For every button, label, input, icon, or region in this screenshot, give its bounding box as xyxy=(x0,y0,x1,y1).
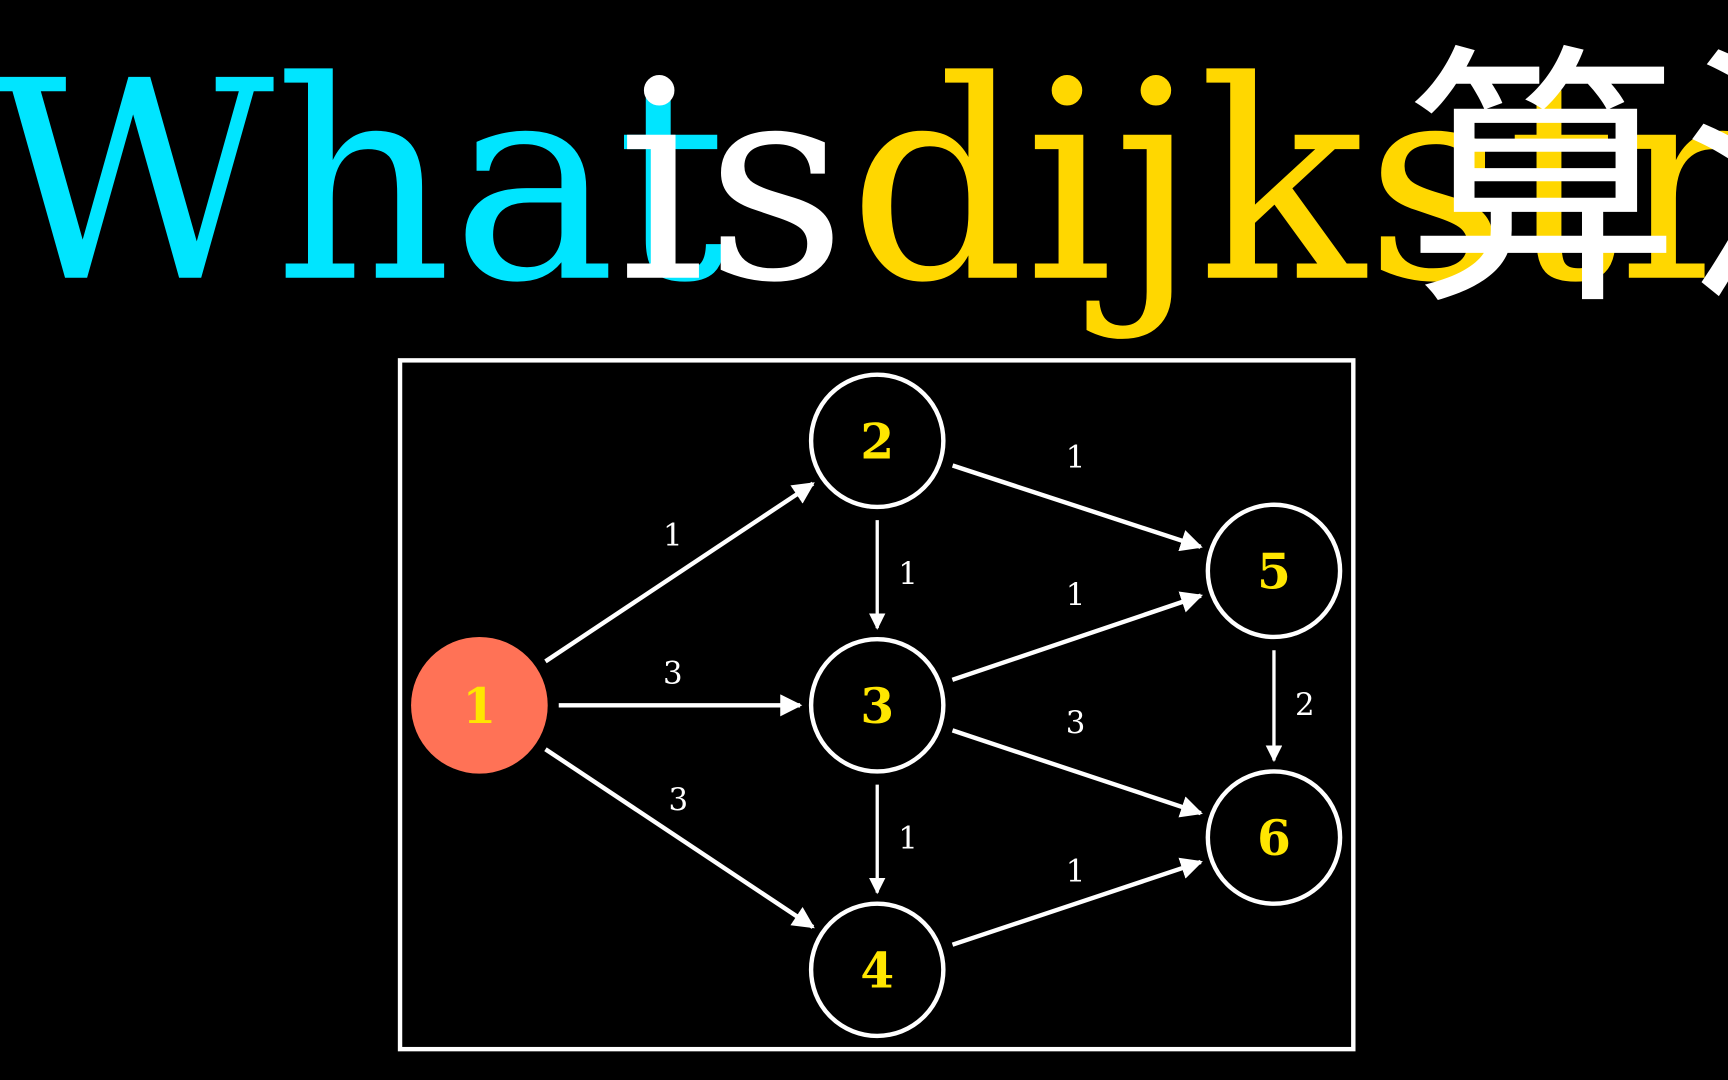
node-2 xyxy=(808,372,946,510)
edge-weight-3-4: 1 xyxy=(898,821,918,857)
edge-weight-1-3: 3 xyxy=(663,655,683,691)
title-algorithm: 算法 xyxy=(1405,22,1728,343)
edge-weight-4-6: 1 xyxy=(1066,854,1086,890)
edge-weight-2-3: 1 xyxy=(898,556,918,592)
node-label-5: 5 xyxy=(1257,543,1291,600)
edge-3-6 xyxy=(951,728,1203,818)
edges: 1 3 3 1 1 1 3 1 1 2 xyxy=(544,439,1315,947)
title-dijkstra: dijkstra xyxy=(849,22,1728,343)
edge-weight-3-5: 1 xyxy=(1066,577,1086,613)
node-4 xyxy=(808,901,946,1039)
edge-4-6 xyxy=(951,857,1203,947)
edge-weight-5-6: 2 xyxy=(1295,687,1315,723)
node-label-4: 4 xyxy=(860,942,894,999)
edge-weight-3-6: 3 xyxy=(1066,705,1086,741)
node-label-2: 2 xyxy=(860,413,894,470)
node-6 xyxy=(1205,769,1343,906)
title-is: is xyxy=(617,22,847,343)
edge-weight-2-5: 1 xyxy=(1066,439,1086,475)
page-title: What is dijkstra 算法 xyxy=(0,22,1728,343)
edge-2-5 xyxy=(951,463,1203,552)
node-label-1: 1 xyxy=(463,678,497,735)
edge-weight-1-4: 3 xyxy=(668,782,688,818)
nodes: 1 2 3 4 5 6 xyxy=(411,372,1343,1039)
node-1 xyxy=(411,636,548,774)
edge-1-4 xyxy=(544,747,815,929)
node-label-6: 6 xyxy=(1257,810,1291,867)
graph-frame xyxy=(397,358,1356,1052)
edge-1-2 xyxy=(544,481,815,664)
node-3 xyxy=(808,636,946,774)
edge-weight-1-2: 1 xyxy=(663,518,683,554)
node-5 xyxy=(1205,502,1343,640)
edge-3-5 xyxy=(951,591,1203,682)
node-label-3: 3 xyxy=(860,678,894,735)
title-what: What xyxy=(0,22,728,343)
